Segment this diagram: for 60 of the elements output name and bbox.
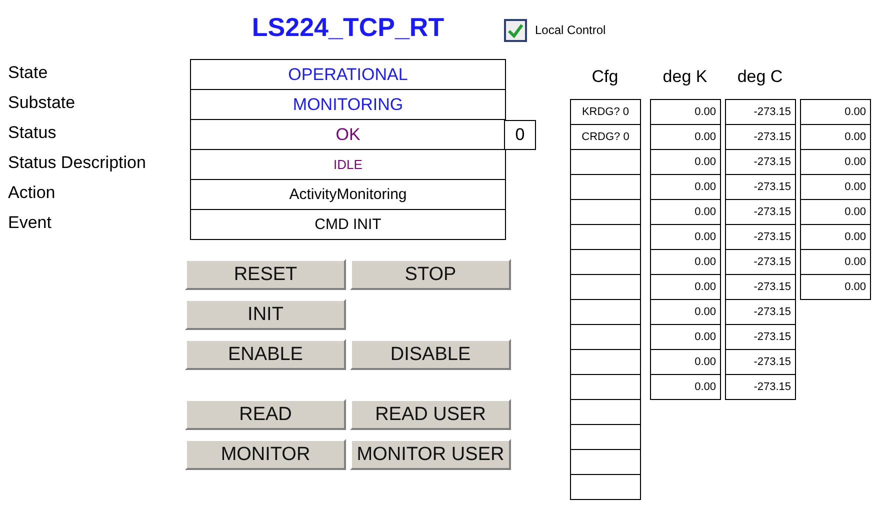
column-header: deg K [662,67,708,88]
value-field: OPERATIONAL [190,59,506,90]
command-button: STOP [350,259,511,290]
value-field: IDLE [190,149,506,180]
table-cell: 0.00 [800,149,871,175]
table-cell: 0.00 [800,274,871,300]
command-button: MONITOR USER [350,439,511,470]
table-cell: -273.15 [725,149,796,175]
command-button: RESET [185,259,346,290]
field-label: Status Description [8,153,146,174]
command-button: INIT [185,299,346,330]
table-cell: 0.00 [650,224,721,250]
table-cell: -273.15 [725,249,796,275]
command-button: READ [185,399,346,430]
table-cell: 0.00 [800,199,871,225]
table-cell: -273.15 [725,224,796,250]
value-field: MONITORING [190,89,506,120]
value-field: CMD INIT [190,209,506,240]
field-label: State [8,63,48,84]
table-cell: 0.00 [800,249,871,275]
table-cell: -273.15 [725,299,796,325]
table-cell: -273.15 [725,324,796,350]
table-cell: -273.15 [725,174,796,200]
table-cell: 0.00 [650,199,721,225]
table-cell: 0.00 [800,124,871,150]
table-cell: 0.00 [650,99,721,125]
command-button: DISABLE [350,339,511,370]
table-cell: -273.15 [725,124,796,150]
status-code-field: 0 [504,120,536,150]
column-header: Cfg [590,67,620,88]
table-cell: -273.15 [725,274,796,300]
table-cell: 0.00 [650,149,721,175]
table-cell: 0.00 [650,299,721,325]
command-button: READ USER [350,399,511,430]
command-button: MONITOR [185,439,346,470]
field-label: Status [8,123,56,144]
table-cell: 0.00 [650,349,721,375]
table-cell: 0.00 [800,99,871,125]
table-cell: 0.00 [800,174,871,200]
table-cell: 0.00 [650,374,721,400]
checkbox-label: Local Control [535,23,606,39]
panel-title: LS224_TCP_RT [250,12,446,44]
table-cell: 0.00 [650,274,721,300]
table-cell: 0.00 [650,174,721,200]
table-cell: -273.15 [725,349,796,375]
table-cell: -273.15 [725,374,796,400]
field-label: Substate [8,93,76,114]
value-field: ActivityMonitoring [190,179,506,210]
table-cell: KRDG? 0 [570,99,641,125]
table-cell: -273.15 [725,199,796,225]
table-cell: 0.00 [650,124,721,150]
field-label: Event [8,213,52,234]
table-cell: 0.00 [650,249,721,275]
column-header: deg C [736,67,784,88]
field-label: Action [8,183,56,204]
table-cell: CRDG? 0 [570,124,641,150]
table-cell: 0.00 [800,224,871,250]
table-cell: 0.00 [650,324,721,350]
command-button: ENABLE [185,339,346,370]
table-cell: -273.15 [725,99,796,125]
